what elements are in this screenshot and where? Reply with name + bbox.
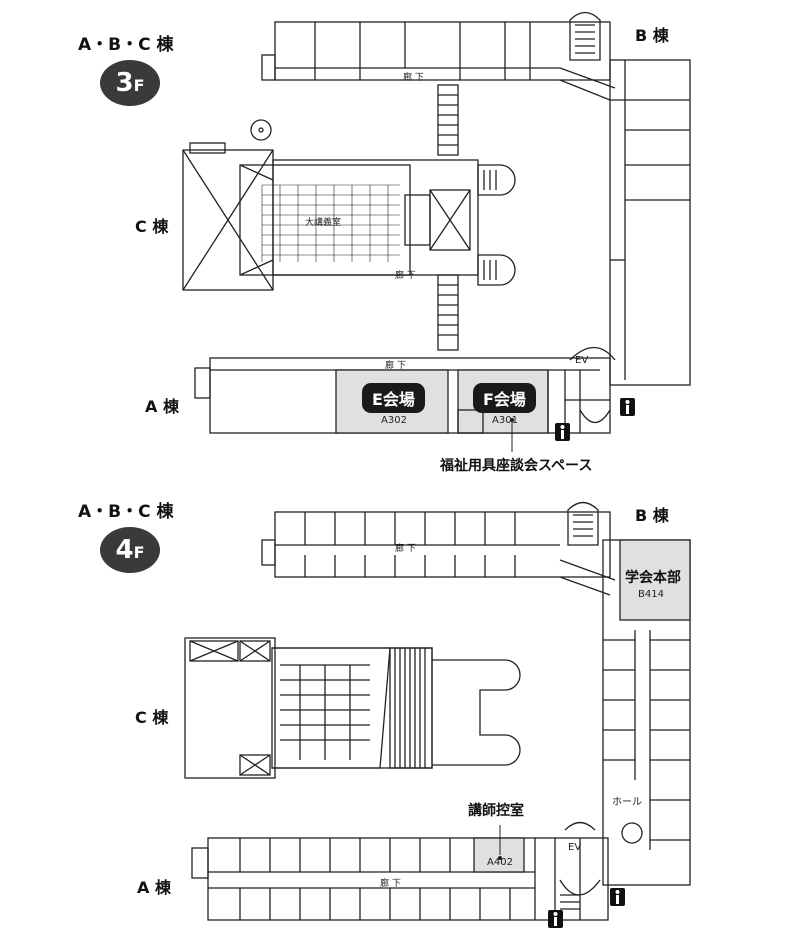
3f-annotation: 福祉用具座談会スペース [440,458,593,474]
4f-building-c-label: C 棟 [135,708,169,727]
3f-floor-badge: 3F [100,60,160,106]
4f-lecture-upper [271,647,433,769]
3f-b-wing-top [274,21,611,81]
3f-room-f-label: F会場 [473,383,536,413]
3f-badge-number: 3 [115,68,134,98]
4f-speaker-room-label: 講師控室 [468,803,524,819]
4f-hq-room [619,539,691,621]
4f-ev-label: EV [568,842,582,853]
3f-bridge-upper [437,84,459,156]
4f-badge-number: 4 [115,535,134,565]
4f-floor-badge: 4F [100,527,160,573]
4f-speaker-room-code: A402 [487,857,513,868]
4f-header: A・B・C 棟 [78,502,174,522]
3f-b-wing-right [609,59,691,386]
3f-corridor-label-3: 廊 下 [385,361,406,371]
4f-building-b-label: B 棟 [635,506,669,525]
3f-room-e-label: E会場 [362,383,425,413]
3f-corridor-label-2: 廊 下 [395,271,416,281]
4f-room-a402 [473,837,525,873]
4f-hall-label: ホール [612,797,642,808]
3f-header: A・B・C 棟 [78,35,174,55]
3f-ev-label: EV [575,355,589,366]
3f-building-c-label: C 棟 [135,217,169,236]
3f-room-f-code: A301 [492,415,518,426]
4f-hq-code: B414 [638,589,664,600]
4f-badge-unit: F [133,543,145,562]
3f-building-a-label: A 棟 [145,397,179,416]
3f-lecture-hall-label: 大講義室 [305,218,342,228]
4f-b-stair [567,501,599,546]
3f-b-stair [569,11,601,61]
4f-hq-label: 学会本部 [625,570,681,586]
3f-bridge-lower [437,274,459,351]
4f-corridor-label-2: 廊 下 [380,879,401,889]
3f-badge-unit: F [133,76,145,95]
3f-building-b-label: B 棟 [635,26,669,45]
3f-room-e-code: A302 [381,415,407,426]
4f-c-building [184,637,276,779]
4f-a-building [207,837,609,921]
4f-building-a-label: A 棟 [137,878,171,897]
4f-corridor-label: 廊 下 [395,544,416,554]
3f-corridor-label: 廊 下 [403,73,424,83]
